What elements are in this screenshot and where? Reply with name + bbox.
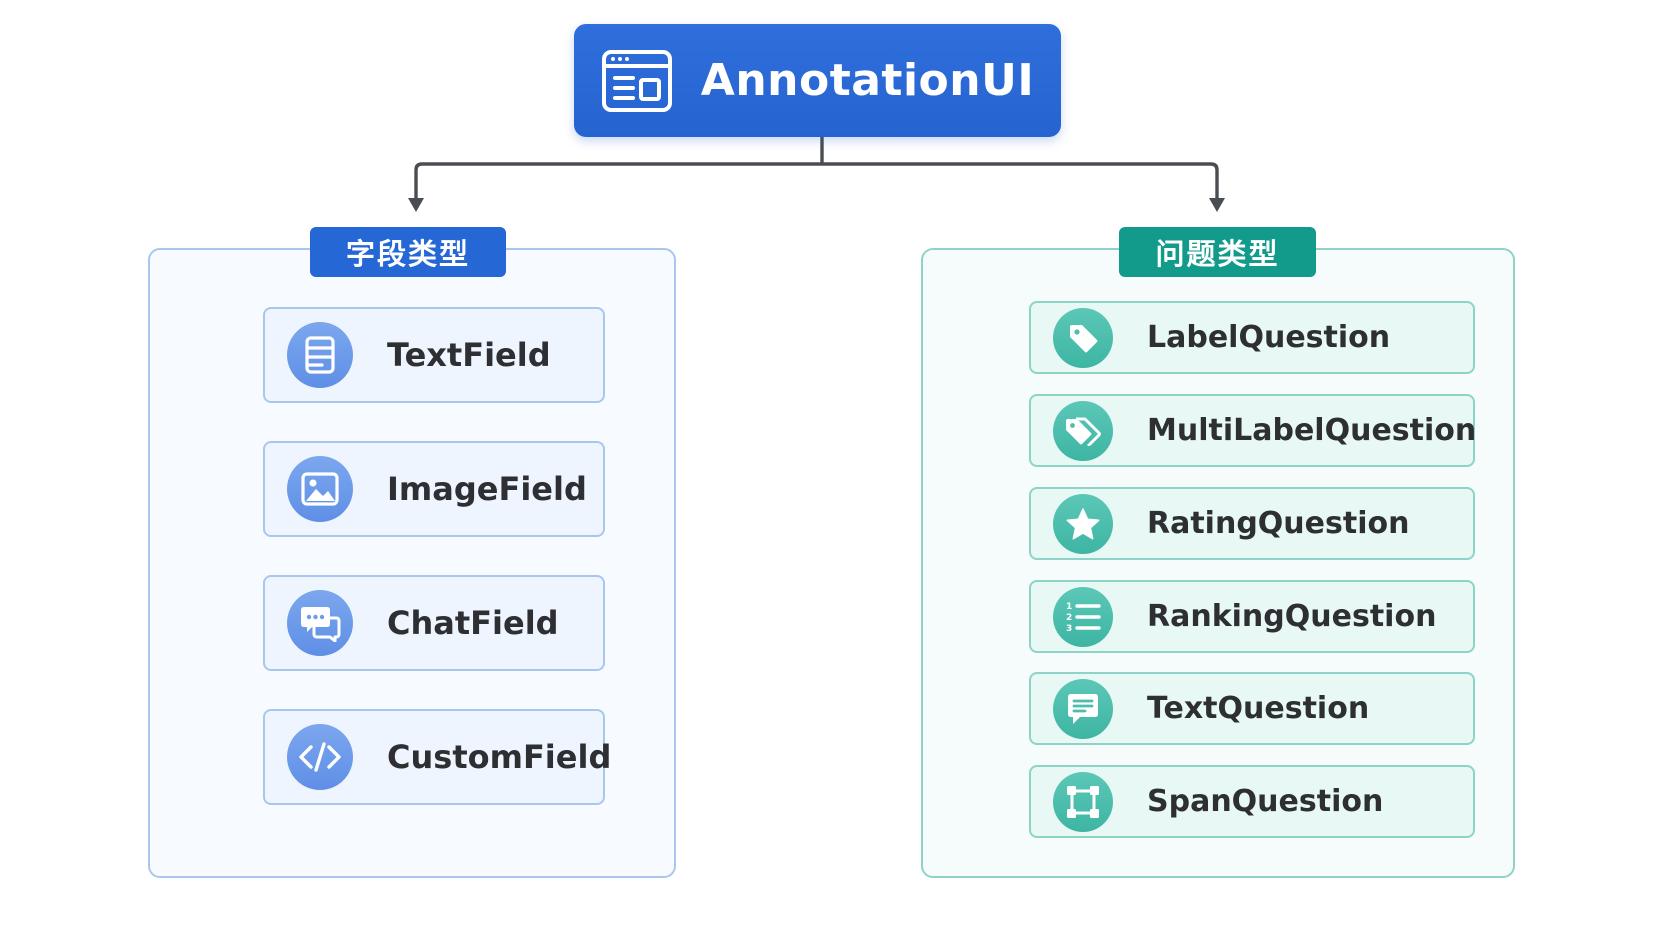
window-layout-icon: [601, 48, 673, 114]
question-node-rankingquestion: 1 2 3 RankingQuestion: [1029, 580, 1475, 653]
question-node-label: TextQuestion: [1147, 691, 1370, 726]
question-node-ratingquestion: RatingQuestion: [1029, 487, 1475, 560]
question-node-label: MultiLabelQuestion: [1147, 413, 1477, 448]
field-node-imagefield: ImageField: [263, 441, 605, 537]
multi-tag-icon: [1053, 400, 1113, 461]
message-icon: [1053, 678, 1113, 739]
root-branch-connector: [414, 162, 1219, 208]
field-node-label: CustomField: [387, 738, 612, 776]
svg-text:2: 2: [1066, 613, 1072, 623]
question-node-label: SpanQuestion: [1147, 784, 1384, 819]
image-icon: [287, 456, 353, 522]
question-node-textquestion: TextQuestion: [1029, 672, 1475, 745]
field-types-group-title: 字段类型: [310, 227, 506, 277]
text-document-icon: [287, 322, 353, 388]
code-brackets-icon: [287, 724, 353, 790]
question-node-spanquestion: SpanQuestion: [1029, 765, 1475, 838]
field-node-customfield: CustomField: [263, 709, 611, 805]
field-node-chatfield: ChatField: [263, 575, 605, 671]
field-node-textfield: TextField: [263, 307, 605, 403]
question-types-group-title: 问题类型: [1119, 227, 1316, 277]
field-node-label: TextField: [387, 336, 551, 374]
arrow-to-question-group: [1209, 198, 1225, 212]
arrow-to-field-group: [408, 198, 424, 212]
field-node-label: ImageField: [387, 470, 587, 508]
numbered-list-icon: 1 2 3: [1053, 586, 1113, 647]
star-icon: [1053, 493, 1113, 554]
selection-box-icon: [1053, 771, 1113, 832]
tag-icon: [1053, 307, 1113, 368]
root-node: AnnotationUI: [574, 24, 1061, 137]
svg-text:1: 1: [1066, 602, 1072, 612]
field-node-label: ChatField: [387, 604, 559, 642]
question-node-label: RankingQuestion: [1147, 599, 1437, 634]
question-node-multilabelquestion: MultiLabelQuestion: [1029, 394, 1477, 467]
question-node-label: LabelQuestion: [1147, 320, 1391, 355]
svg-text:3: 3: [1066, 624, 1072, 634]
question-node-labelquestion: LabelQuestion: [1029, 301, 1475, 374]
chat-bubbles-icon: [287, 590, 353, 656]
question-node-label: RatingQuestion: [1147, 506, 1410, 541]
root-title: AnnotationUI: [700, 55, 1035, 106]
